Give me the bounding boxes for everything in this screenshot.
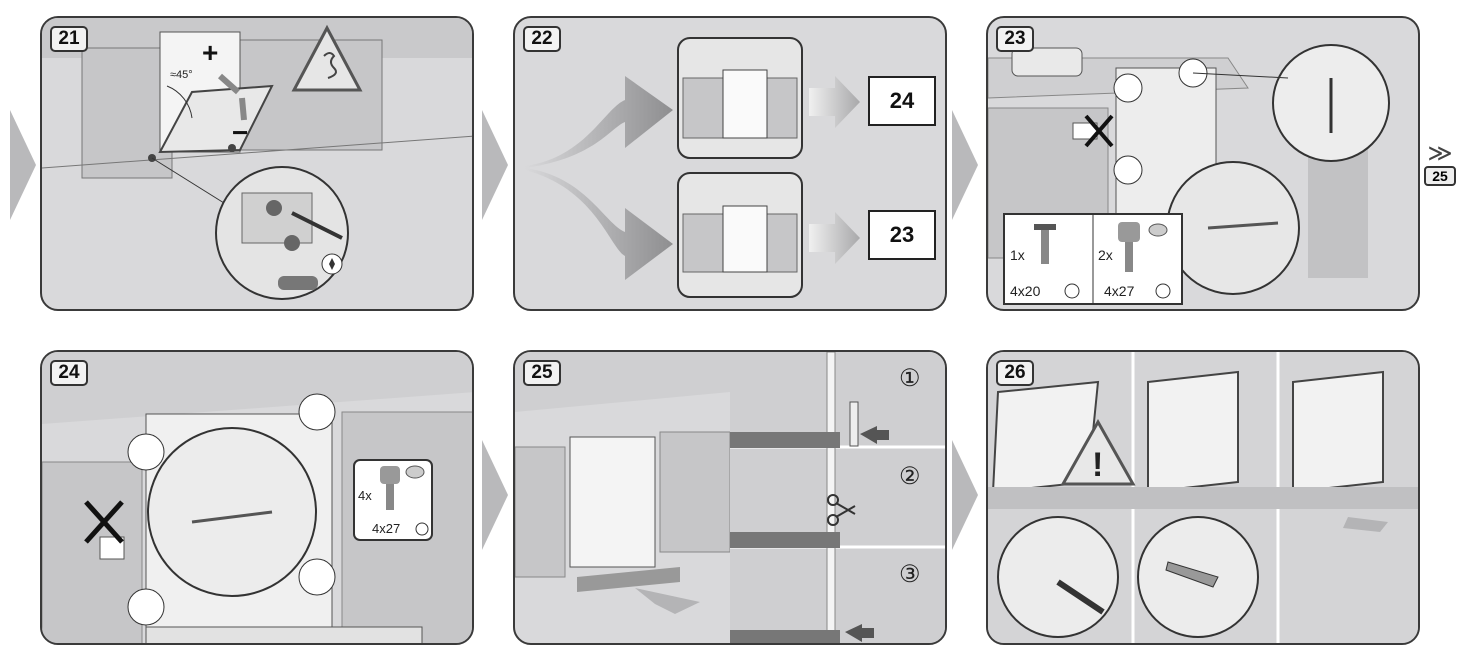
goto-step-24-box[interactable]: 24 — [868, 76, 936, 126]
step-number: 26 — [996, 360, 1034, 386]
minus-sign: − — [232, 117, 248, 148]
step-22-illustration — [525, 37, 860, 298]
chevron-right-icon — [10, 110, 36, 220]
chevron-right-icon — [952, 440, 978, 550]
step-number: 25 — [523, 360, 561, 386]
anchor-quantity: 2x — [1098, 247, 1113, 263]
torx-icon — [415, 522, 429, 536]
sub-step-2-label: ② — [899, 463, 921, 490]
step-23-illustration: 1x 4x20 2x 4x27 — [988, 44, 1390, 305]
warning-triangle-icon — [291, 24, 363, 92]
torx-icon — [321, 253, 343, 275]
goto-step-23-box[interactable]: 23 — [868, 210, 936, 260]
step-26-panel: 26 ! — [986, 350, 1420, 645]
double-chevron-icon: ≫ — [1427, 140, 1453, 167]
scissors-icon — [827, 494, 856, 526]
screw-icon — [1034, 224, 1056, 264]
step-25-illustration — [515, 352, 945, 643]
screw-size: 4x20 — [1010, 283, 1041, 299]
chevron-right-icon — [482, 110, 508, 220]
angle-label: ≈45° — [170, 69, 193, 81]
screw-quantity: 1x — [1010, 247, 1025, 263]
step-number: 23 — [996, 26, 1034, 52]
step-21-panel: 21 ≈45° + − — [40, 16, 474, 311]
step-number: 22 — [523, 26, 561, 52]
anchor-size: 4x27 — [372, 521, 400, 536]
anchor-icon — [1118, 222, 1168, 272]
step-21-illustration: ≈45° + − — [42, 18, 472, 300]
step-number: 24 — [50, 360, 88, 386]
step-number: 21 — [50, 26, 88, 52]
anchor-quantity: 4x — [358, 488, 372, 503]
drill-prohibited-icon — [1072, 114, 1114, 148]
next-step-label: 25 — [1424, 166, 1456, 186]
step-24-panel: 24 4x 4x27 — [40, 350, 474, 645]
sub-step-3-label: ③ — [899, 561, 921, 588]
warning-triangle-icon — [1060, 418, 1136, 486]
drill-prohibited-icon — [84, 500, 125, 560]
step-24-illustration: 4x 4x27 — [42, 352, 472, 643]
plus-sign: + — [202, 37, 218, 68]
saw-icon — [1165, 561, 1219, 588]
anchor-icon — [380, 465, 425, 510]
sub-step-1-label: ① — [899, 365, 921, 392]
step-26-illustration: ! — [988, 352, 1418, 643]
chevron-right-icon — [952, 110, 978, 220]
anchor-size: 4x27 — [1104, 283, 1135, 299]
next-step-reference[interactable]: ≫ 25 — [1424, 142, 1456, 188]
step-22-panel: 22 24 23 — [513, 16, 947, 311]
torx-icon — [1155, 283, 1171, 299]
step-23-panel: 23 1x 4x20 2x 4x27 — [986, 16, 1420, 311]
step-25-panel: 25 ① ② ③ — [513, 350, 947, 645]
torx-icon — [1064, 283, 1080, 299]
chevron-right-icon — [482, 440, 508, 550]
warning-mark: ! — [1092, 446, 1103, 484]
pencil-icon — [1056, 579, 1105, 615]
